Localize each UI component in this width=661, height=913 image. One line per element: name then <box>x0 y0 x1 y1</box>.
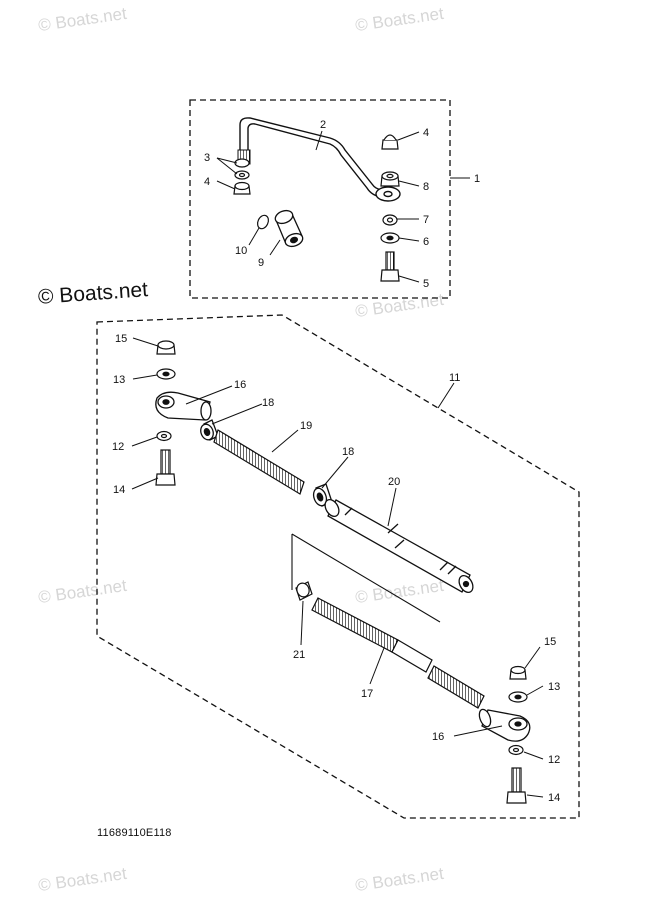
upper-group-box <box>189 99 470 299</box>
callout-16: 16 <box>234 379 246 391</box>
nut-small <box>233 181 251 195</box>
callout-2: 2 <box>320 119 326 131</box>
cap-nut <box>381 134 399 150</box>
flat-washer <box>380 232 400 244</box>
washer-small <box>234 158 250 180</box>
callout-18: 18 <box>262 397 274 409</box>
washer-right <box>508 691 528 703</box>
bushing <box>274 209 304 248</box>
link-rod <box>237 117 401 202</box>
callout-7: 7 <box>423 214 429 226</box>
callout-15: 15 <box>115 333 127 345</box>
o-ring <box>256 214 270 230</box>
callout-20: 20 <box>388 476 400 488</box>
drawing-code: 11689110E118 <box>97 827 172 839</box>
callout-1: 1 <box>474 173 480 185</box>
callout-13: 13 <box>548 681 560 693</box>
callout-21: 21 <box>293 649 305 661</box>
lower-group-box <box>96 314 580 819</box>
leader-lines-upper <box>216 130 420 283</box>
threaded-rod <box>213 429 305 495</box>
callout-labels: 1 2 3 4 4 5 6 7 8 9 10 11 12 12 13 13 14… <box>112 119 560 804</box>
callout-11: 11 <box>449 372 460 384</box>
adjuster-rod <box>311 597 485 709</box>
rod-end-right <box>478 708 531 742</box>
rod-end-left <box>155 391 212 421</box>
callout-16: 16 <box>432 731 444 743</box>
callout-5: 5 <box>423 278 429 290</box>
locknut-right <box>509 665 527 680</box>
callout-9: 9 <box>258 257 264 269</box>
bolt-right <box>506 767 527 804</box>
callout-10: 10 <box>235 245 247 257</box>
adjusting-tube <box>324 498 474 594</box>
bolt <box>380 251 400 282</box>
callout-19: 19 <box>300 420 312 432</box>
washer-right-lower <box>508 744 524 756</box>
locknut-left <box>156 340 176 355</box>
callout-14: 14 <box>113 484 125 496</box>
nut-21 <box>295 581 313 601</box>
spacer-left <box>200 419 219 441</box>
callout-8: 8 <box>423 181 429 193</box>
callout-17: 17 <box>361 688 373 700</box>
callout-4: 4 <box>423 127 429 139</box>
spring-washer <box>382 214 398 226</box>
callout-3: 3 <box>204 152 210 164</box>
callout-4: 4 <box>204 176 210 188</box>
washer-left <box>156 368 176 380</box>
callout-18: 18 <box>342 446 354 458</box>
callout-13: 13 <box>113 374 125 386</box>
callout-15: 15 <box>544 636 556 648</box>
separator-line <box>291 533 441 623</box>
callout-12: 12 <box>548 754 560 766</box>
washer-left-lower <box>156 430 172 442</box>
callout-6: 6 <box>423 236 429 248</box>
callout-12: 12 <box>112 441 124 453</box>
nut <box>380 171 400 187</box>
leader-lines-lower <box>131 337 544 798</box>
bolt-left <box>155 449 176 486</box>
callout-14: 14 <box>548 792 560 804</box>
